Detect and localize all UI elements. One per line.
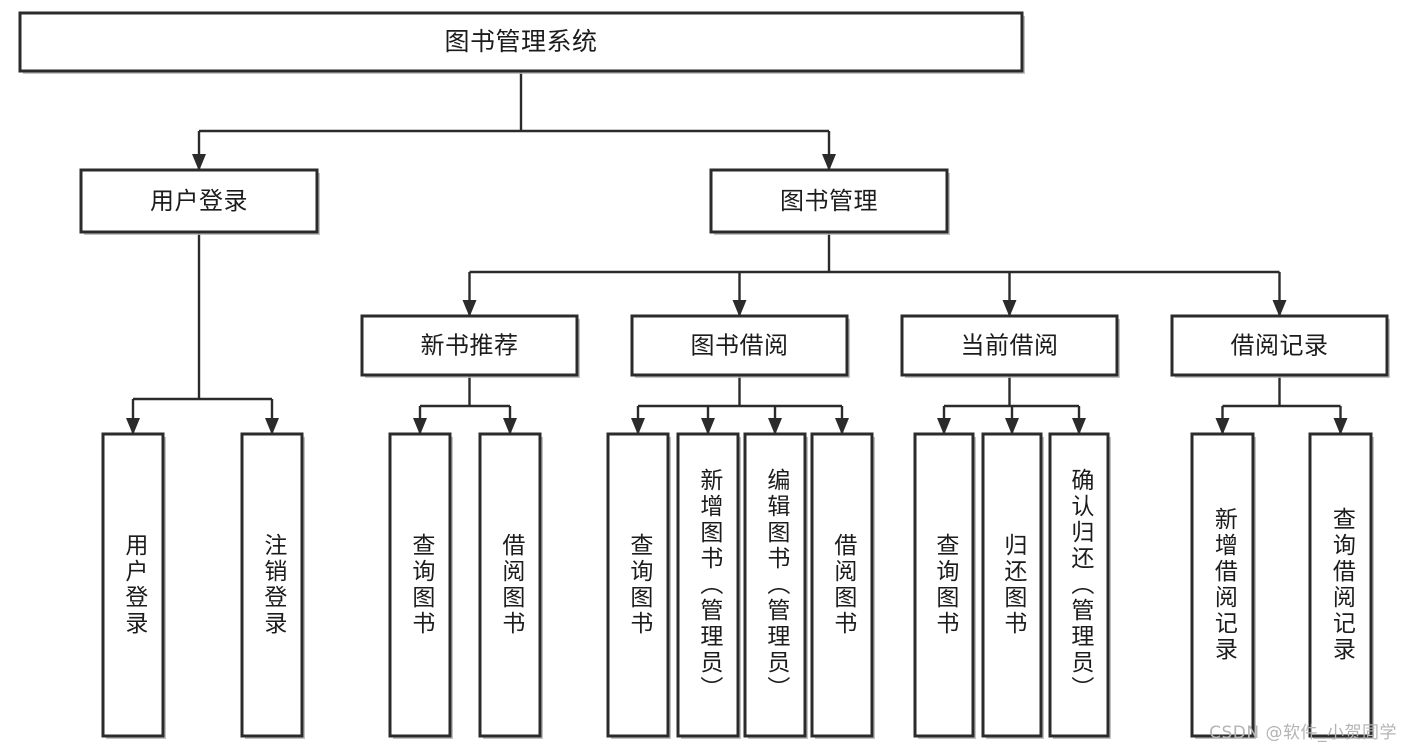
node-box[interactable] bbox=[478, 432, 542, 738]
arrow-head-icon bbox=[1005, 418, 1019, 435]
node-box[interactable] bbox=[606, 432, 670, 738]
node-box[interactable] bbox=[18, 11, 1024, 73]
arrow-head-icon bbox=[503, 418, 517, 435]
node-box[interactable] bbox=[388, 432, 452, 738]
node-box[interactable] bbox=[900, 314, 1119, 377]
arrow-head-icon bbox=[732, 300, 747, 317]
leaf-node[interactable] bbox=[606, 432, 671, 739]
node-box[interactable] bbox=[981, 432, 1043, 738]
arrow-head-icon bbox=[835, 418, 849, 435]
leaf-node[interactable] bbox=[101, 432, 166, 739]
arrow-head-icon bbox=[768, 418, 782, 435]
arrow-head-icon bbox=[1333, 418, 1348, 435]
arrow-head-icon bbox=[1215, 418, 1230, 435]
arrow-head-icon bbox=[937, 418, 951, 435]
node-box[interactable] bbox=[709, 168, 949, 234]
leaf-node[interactable] bbox=[810, 432, 875, 739]
arrow-head-icon bbox=[822, 154, 836, 171]
watermark-text: CSDN @软件_小贺同学 bbox=[1209, 723, 1397, 743]
arrow-head-icon bbox=[1072, 418, 1086, 435]
leaf-node[interactable] bbox=[743, 432, 808, 739]
node-label: 图书管理 bbox=[780, 187, 878, 215]
arrow-head-icon bbox=[1002, 300, 1017, 317]
node-label: 新书推荐 bbox=[421, 332, 519, 360]
level2-node[interactable]: 用户登录 bbox=[79, 168, 320, 235]
level3-node[interactable]: 借阅记录 bbox=[1170, 314, 1390, 378]
leaf-node[interactable] bbox=[676, 432, 741, 739]
node-box[interactable] bbox=[360, 314, 579, 377]
root-node[interactable]: 图书管理系统 bbox=[18, 11, 1025, 74]
level3-node[interactable]: 当前借阅 bbox=[900, 314, 1120, 378]
node-box[interactable] bbox=[630, 314, 849, 377]
node-box[interactable] bbox=[1048, 432, 1110, 738]
arrow-head-icon bbox=[192, 154, 206, 171]
leaf-node[interactable] bbox=[478, 432, 543, 739]
node-box[interactable] bbox=[1308, 432, 1373, 738]
leaf-node[interactable] bbox=[1190, 432, 1256, 739]
node-box[interactable] bbox=[1170, 314, 1389, 377]
node-label: 用户登录 bbox=[150, 187, 248, 215]
node-box[interactable] bbox=[79, 168, 319, 234]
arrow-head-icon bbox=[126, 418, 140, 435]
node-box[interactable] bbox=[913, 432, 975, 738]
node-label: 图书管理系统 bbox=[444, 27, 597, 56]
leaf-node[interactable] bbox=[913, 432, 976, 739]
leaf-node[interactable] bbox=[1308, 432, 1374, 739]
node-label: 当前借阅 bbox=[961, 332, 1059, 360]
connector-layer bbox=[126, 71, 1348, 435]
level2-node[interactable]: 图书管理 bbox=[709, 168, 950, 235]
leaf-node[interactable] bbox=[240, 432, 305, 739]
node-box[interactable] bbox=[1190, 432, 1255, 738]
node-box[interactable] bbox=[240, 432, 304, 738]
leaf-node[interactable] bbox=[388, 432, 453, 739]
leaf-node[interactable] bbox=[1048, 432, 1111, 739]
node-label: 图书借阅 bbox=[691, 332, 789, 360]
arrow-head-icon bbox=[1272, 300, 1287, 317]
node-box[interactable] bbox=[810, 432, 874, 738]
level3-node[interactable]: 图书借阅 bbox=[630, 314, 850, 378]
node-box[interactable] bbox=[676, 432, 740, 738]
node-box[interactable] bbox=[101, 432, 165, 738]
node-label: 借阅记录 bbox=[1231, 332, 1329, 360]
arrow-head-icon bbox=[462, 300, 477, 317]
arrow-head-icon bbox=[701, 418, 715, 435]
node-box[interactable] bbox=[743, 432, 807, 738]
arrow-head-icon bbox=[265, 418, 279, 435]
arrow-head-icon bbox=[631, 418, 645, 435]
leaf-node[interactable] bbox=[981, 432, 1044, 739]
level3-node[interactable]: 新书推荐 bbox=[360, 314, 580, 378]
arrow-head-icon bbox=[413, 418, 427, 435]
